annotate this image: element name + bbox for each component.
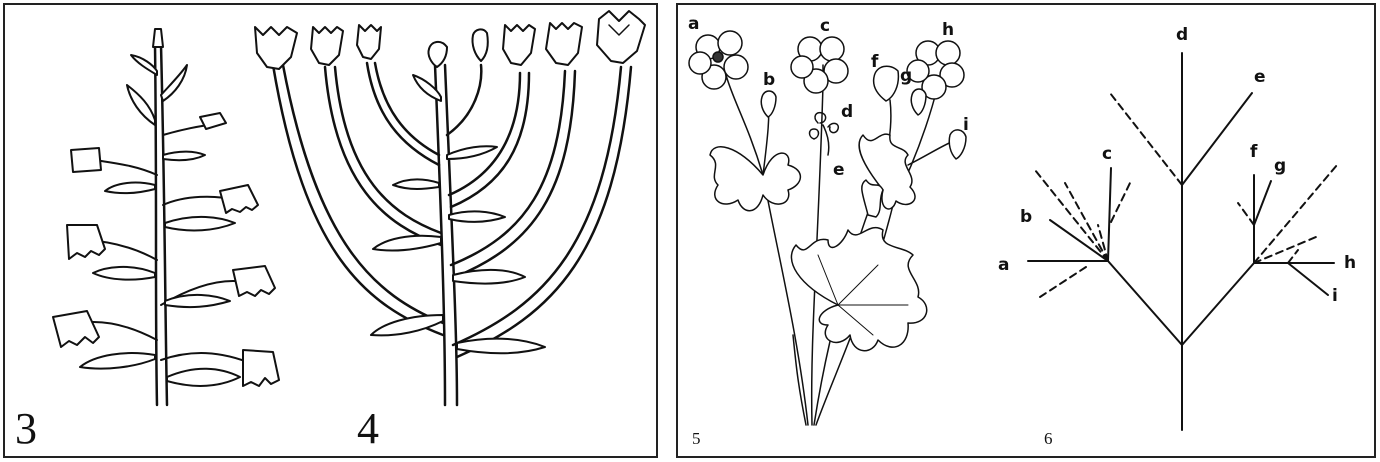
figure-4-plant xyxy=(255,11,645,405)
panel-figures-3-4: 3 4 xyxy=(3,3,658,458)
fig6-label-e: e xyxy=(1254,67,1266,87)
illustration-figures-5-6: a b c d e f g h i xyxy=(678,5,1374,456)
fig6-label-c: c xyxy=(1102,144,1112,164)
fig6-label-a: a xyxy=(998,255,1009,275)
fig6-label-h: h xyxy=(1344,253,1356,273)
fig5-label-b: b xyxy=(763,70,775,90)
illustration-figures-3-4 xyxy=(5,5,656,456)
figure-5-plant xyxy=(689,31,966,425)
figure-number-5: 5 xyxy=(692,429,701,449)
fig5-label-c: c xyxy=(820,16,830,36)
fig6-label-i: i xyxy=(1332,286,1338,306)
fig5-label-h: h xyxy=(942,20,954,40)
fig6-label-b: b xyxy=(1020,207,1032,227)
fig5-label-g: g xyxy=(900,66,912,86)
fig5-label-f: f xyxy=(871,52,879,72)
fig6-label-d: d xyxy=(1176,25,1188,45)
fig5-label-a: a xyxy=(688,14,699,34)
fig6-label-g: g xyxy=(1274,156,1286,176)
fig6-label-f: f xyxy=(1250,142,1258,162)
figure-6-diagram: a b c d e f g h i xyxy=(998,25,1356,430)
figure-6-solid-branches xyxy=(1028,53,1334,430)
figure-number-6: 6 xyxy=(1044,429,1053,449)
fig5-label-d: d xyxy=(841,102,853,122)
figure-number-3: 3 xyxy=(15,403,37,454)
fig5-label-i: i xyxy=(963,115,969,135)
panel-figures-5-6: a b c d e f g h i xyxy=(676,3,1376,458)
figure-3-plant xyxy=(53,29,279,405)
fig5-label-e: e xyxy=(833,160,845,180)
figure-number-4: 4 xyxy=(357,403,379,454)
